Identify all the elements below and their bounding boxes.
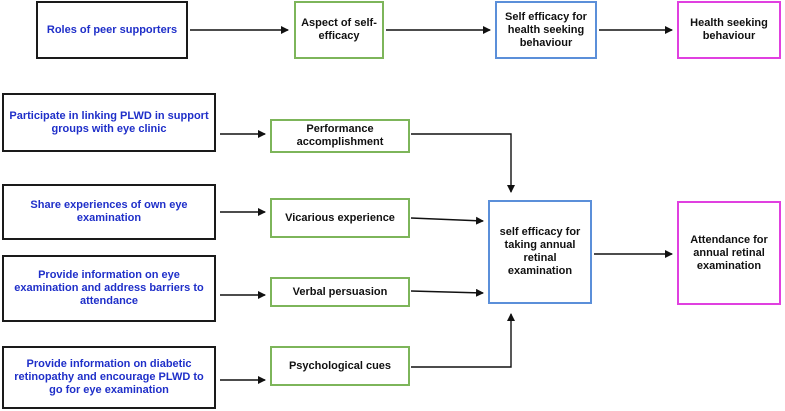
health-seeking-behaviour-label: Health seeking behaviour (690, 17, 768, 42)
roles-of-peer-supporters-label: Roles of peer supporters (46, 23, 178, 36)
peer-role-box-1: Participate in linking PLWD in support g… (2, 93, 216, 152)
peer-role-label-3: Provide information on eye examination a… (14, 269, 204, 307)
efficacy-source-label-1: Performance accomplishment (296, 123, 384, 148)
arrow-source4-to-central (411, 313, 515, 368)
aspect-of-self-efficacy-box: Aspect of self-efficacy (294, 1, 384, 59)
peer-role-box-4: Provide information on diabetic retinopa… (2, 346, 216, 409)
self-efficacy-retinal-label: self efficacy for taking annual retinal … (499, 226, 581, 277)
self-efficacy-hsb-box: Self efficacy for health seeking behavio… (495, 1, 597, 59)
self-efficacy-hsb-label: Self efficacy for health seeking behavio… (505, 10, 587, 49)
peer-role-label-2: Share experiences of own eye examination (30, 199, 188, 224)
efficacy-source-label-3: Verbal persuasion (292, 285, 388, 298)
health-seeking-behaviour-box: Health seeking behaviour (677, 1, 781, 59)
self-efficacy-retinal-box: self efficacy for taking annual retinal … (488, 200, 592, 304)
efficacy-source-label-2: Vicarious experience (285, 211, 395, 224)
peer-role-label-1: Participate in linking PLWD in support g… (9, 109, 209, 135)
efficacy-source-box-1: Performance accomplishment (270, 119, 410, 153)
efficacy-source-box-2: Vicarious experience (270, 198, 410, 238)
peer-role-label-4: Provide information on diabetic retinopa… (14, 358, 204, 396)
peer-role-box-2: Share experiences of own eye examination (2, 184, 216, 240)
attendance-outcome-label: Attendance for annual retinal examinatio… (690, 233, 768, 272)
arrow-source3-to-central (410, 288, 484, 297)
efficacy-source-label-4: Psychological cues (288, 359, 392, 372)
peer-role-box-3: Provide information on eye examination a… (2, 255, 216, 322)
efficacy-source-box-4: Psychological cues (270, 346, 410, 386)
roles-of-peer-supporters-box: Roles of peer supporters (36, 1, 188, 59)
efficacy-source-box-3: Verbal persuasion (270, 277, 410, 307)
arrow-source2-to-central (410, 216, 484, 225)
arrow-source1-to-central (411, 133, 515, 193)
attendance-outcome-box: Attendance for annual retinal examinatio… (677, 201, 781, 305)
aspect-of-self-efficacy-label: Aspect of self-efficacy (301, 17, 377, 42)
